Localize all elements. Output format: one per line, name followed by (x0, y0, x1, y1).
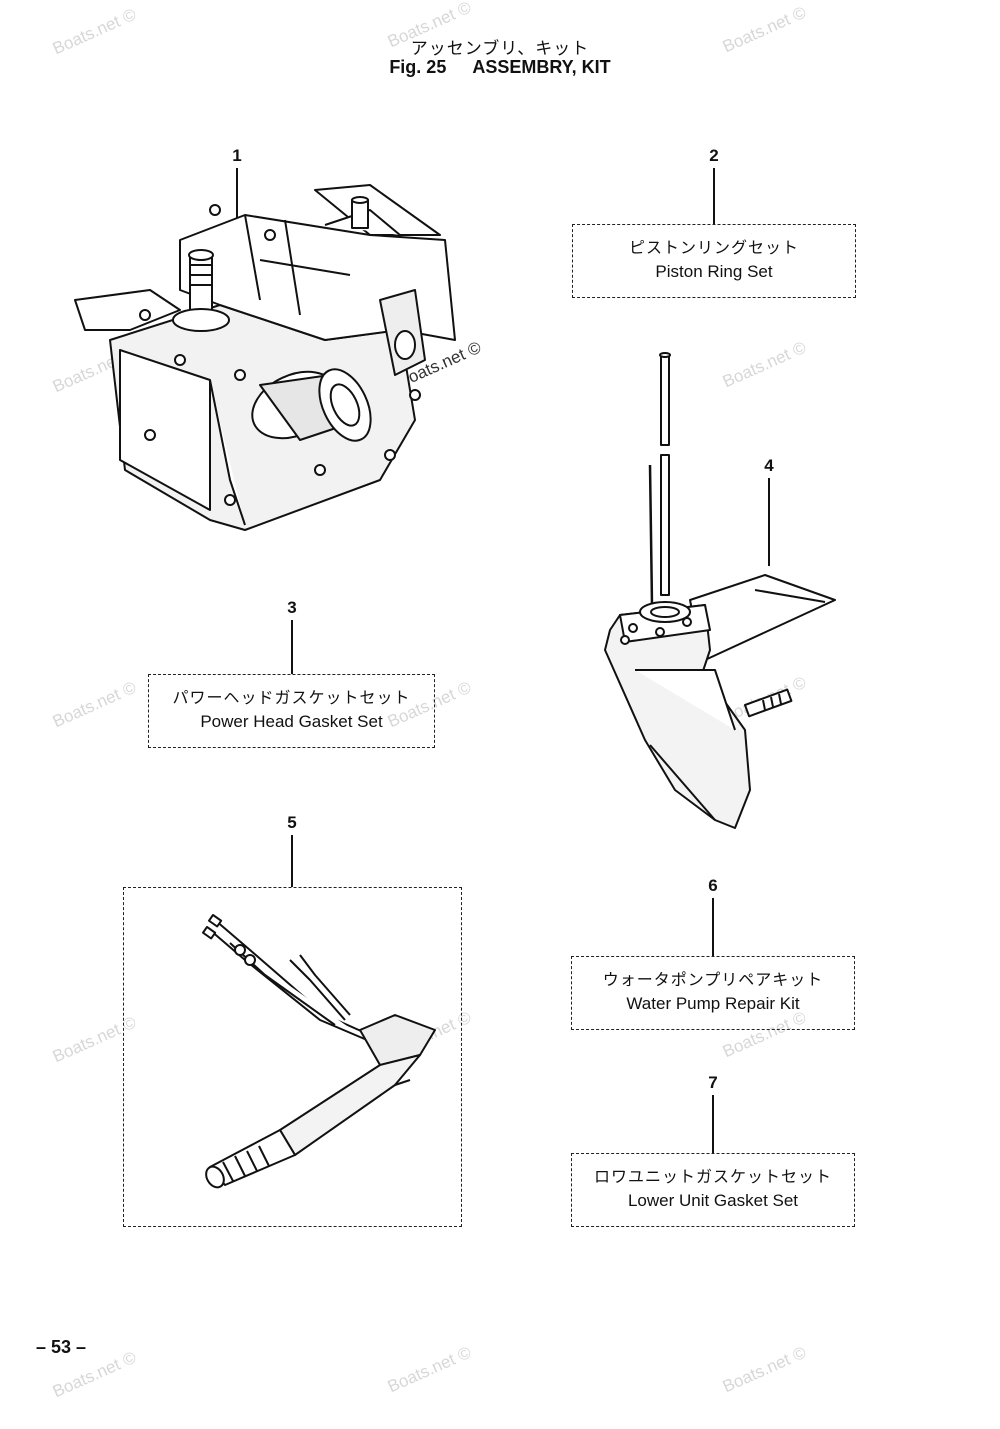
watermark: Boats.net © (384, 1342, 474, 1397)
figure-title-text: ASSEMBRY, KIT (472, 57, 611, 77)
part-number-5: 5 (287, 813, 297, 832)
leader-line-1 (236, 168, 238, 220)
watermark: Boats.net © (49, 677, 139, 732)
tiller-handle-frame (123, 887, 462, 1227)
leader-line-4 (768, 478, 770, 566)
part-name-en: Water Pump Repair Kit (626, 994, 800, 1013)
part-name-jp: ロワユニットガスケットセット (593, 1169, 832, 1186)
power-head-gasket-set-label: パワーヘッドガスケットセット Power Head Gasket Set (148, 674, 435, 748)
part-number-1: 1 (232, 146, 242, 165)
part-name-en: Lower Unit Gasket Set (627, 1191, 799, 1210)
part-name-en: Piston Ring Set (655, 262, 773, 281)
part-name-en: Power Head Gasket Set (200, 712, 383, 731)
tiller-handle-drawing (201, 914, 436, 1189)
leader-line-5 (291, 835, 293, 887)
part-number-7: 7 (708, 1073, 718, 1092)
lower-unit-drawing (604, 352, 836, 829)
watermark: Boats.net © (719, 1342, 809, 1397)
part-number-6: 6 (708, 876, 718, 895)
part-number-3: 3 (287, 598, 297, 617)
piston-ring-set-label: ピストンリングセット Piston Ring Set (572, 224, 856, 298)
figure-title: Fig. 25 ASSEMBRY, KIT (0, 57, 1000, 78)
leader-line-7 (712, 1095, 714, 1153)
leader-line-2 (713, 168, 715, 224)
lower-unit-gasket-set-label: ロワユニットガスケットセット Lower Unit Gasket Set (571, 1153, 855, 1227)
leader-line-6 (712, 898, 714, 956)
part-number-4: 4 (764, 456, 774, 475)
figure-label: Fig. 25 (389, 57, 447, 77)
page-number: – 53 – (36, 1337, 87, 1357)
part-name-jp: ウォータポンプリペアキット (602, 972, 824, 989)
part-number-2: 2 (709, 146, 719, 165)
part-name-jp: パワーヘッドガスケットセット (172, 690, 411, 707)
title-japanese: アッセンブリ、キット (410, 39, 590, 58)
power-head-drawing (74, 184, 456, 531)
water-pump-repair-kit-label: ウォータポンプリペアキット Water Pump Repair Kit (571, 956, 855, 1030)
leader-line-3 (291, 620, 293, 674)
part-name-jp: ピストンリングセット (628, 240, 799, 257)
